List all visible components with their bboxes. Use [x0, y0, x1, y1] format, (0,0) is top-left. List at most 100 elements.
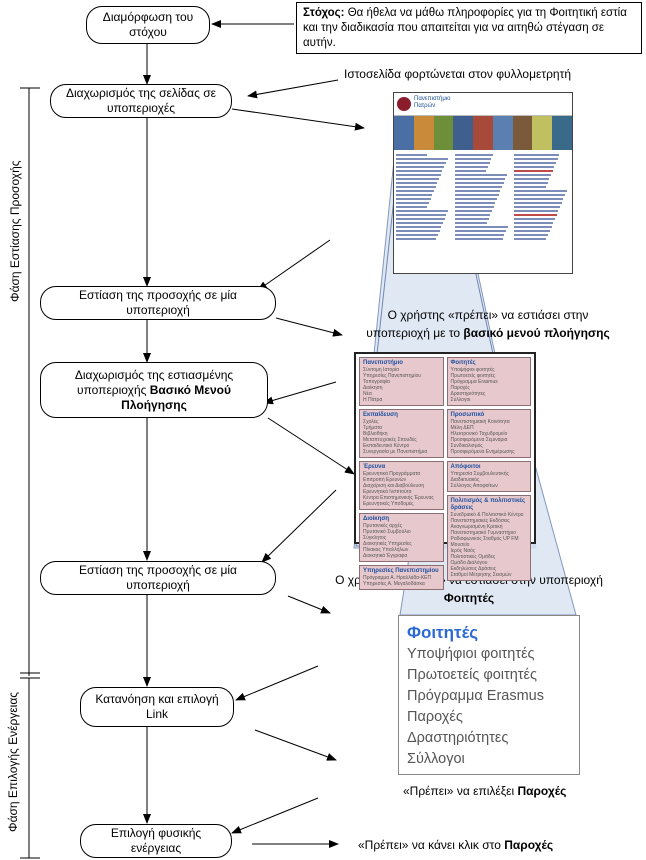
menu-link[interactable]: Αναγνωρισμένη Κριτική — [450, 524, 503, 530]
menu-link[interactable]: Προσφερόμενα Σεμινάρια — [450, 437, 508, 443]
menu-link[interactable]: Σταθμοί Μέτρησης Σεισμών — [450, 572, 512, 578]
menu-link[interactable]: Ραδιοφωνικός Σταθμός UP FM — [450, 536, 519, 542]
menu-link[interactable]: Σύντομη Ιστορία — [363, 367, 400, 373]
thumbnail-photo — [512, 116, 533, 150]
thumbnail-text-line — [514, 230, 550, 232]
menu-link[interactable]: Πολιτιστικές Ομάδες — [450, 554, 496, 560]
thumbnail-text-line — [455, 158, 492, 160]
menu-link[interactable]: Ομάδα Διαλόγου — [450, 560, 488, 566]
step-segment-focused-subregion: Διαχωρισμός της εστιασμένης υποπεριοχής … — [40, 362, 268, 418]
menu-link[interactable]: Βιβλιοθήκη — [363, 431, 388, 437]
menu-link[interactable]: Τοπογραφία — [363, 379, 390, 385]
menu-link[interactable]: Διοικητικά Έγγραφα — [363, 553, 408, 559]
menu-link[interactable]: Δραστηριότητες — [450, 391, 486, 397]
menu-link[interactable]: Πρωτοετείς φοιτητές — [450, 373, 496, 379]
thumbnail-column — [514, 152, 570, 242]
thumbnail-text-line — [396, 218, 445, 220]
step-goal-formation-label: Διαμόρφωση του στόχου — [102, 10, 194, 39]
goal-text: Θα ήθελα να μάθω πληροφορίες για τη Φοιτ… — [303, 7, 627, 49]
menu-link[interactable]: Σύγκλητος — [363, 535, 387, 541]
menu-link[interactable]: Υπηρεσία Συμβουλευτικής — [450, 471, 509, 477]
menu-block-title[interactable]: Φοιτητές — [450, 360, 476, 366]
menu-link[interactable]: Πίνακας Υπαλλήλων — [363, 547, 409, 553]
thumbnail-text-line — [455, 238, 503, 240]
menu-link[interactable]: Πρόγραμμα Α. Ηραλλάδα-ΚΕΠ — [363, 575, 432, 581]
menu-block-title[interactable]: Απόφοιτοι — [450, 464, 481, 470]
students-panel-link[interactable]: Πρωτοετείς φοιτητές — [407, 667, 537, 683]
thumbnail-text-line — [396, 214, 447, 216]
thumbnail-photo-strip — [394, 116, 572, 150]
menu-link[interactable]: Πανεπιστημιακές Εκδόσεις — [450, 518, 510, 524]
menu-link[interactable]: Μεταπτυχιακές Σπουδές — [363, 437, 417, 443]
thumbnail-text-line — [514, 154, 560, 156]
menu-link[interactable]: Μουσείο — [450, 542, 470, 548]
menu-link[interactable]: Μέλη ΔΕΠ — [450, 425, 474, 431]
menu-link[interactable]: Κέντρα Επιστημονικής Έρευνας — [363, 495, 434, 501]
menu-link[interactable]: Ιερός Ναός — [450, 548, 476, 554]
menu-link[interactable]: Υποψήφιοι φοιτητές — [450, 367, 495, 373]
menu-link[interactable]: Τμήματα — [363, 425, 382, 431]
menu-link[interactable]: Πρυτανικές αρχές — [363, 523, 403, 529]
menu-link[interactable]: Υπηρεσίες Α. Μεγαλοδάσκα — [363, 581, 425, 587]
menu-link[interactable]: Πρόγραμμα Erasmus — [450, 379, 498, 385]
menu-link[interactable]: Εκδηλώσεις Δράσεις — [450, 566, 497, 572]
thumbnail-title-line1: Πανεπιστήμιο — [414, 96, 451, 102]
students-panel-link[interactable]: Παροχές — [407, 709, 463, 725]
caption-focus-main-menu-prefix: υποπεριοχή με το — [366, 326, 461, 340]
thumbnail-photo — [394, 116, 414, 150]
menu-block-title[interactable]: Πανεπιστήμιο — [363, 360, 403, 366]
goal-box: Στόχος: Θα ήθελα να μάθω πληροφορίες για… — [296, 2, 642, 54]
menu-link[interactable]: Εκπαιδευτικό Κέντρο — [363, 443, 410, 449]
menu-link[interactable]: Πρυτανικό Συμβούλιο — [363, 529, 411, 535]
menu-link[interactable]: Σύλλογος Αποφοίτων — [450, 483, 498, 489]
menu-block-title[interactable]: Πολιτισμός & πολιτιστικές δράσεις — [450, 498, 526, 511]
menu-link[interactable]: Πανεπιστημιακή Κοινότητα — [450, 419, 510, 425]
thumbnail-title-line2: Πατρών — [414, 103, 436, 109]
thumbnail-text-line — [396, 170, 443, 172]
students-panel-link[interactable]: Υποψήφιοι φοιτητές — [407, 646, 535, 662]
thumbnail-text-line — [455, 206, 494, 208]
menu-link[interactable]: Ηλεκτρονικό Ταχυδρομείο — [450, 431, 508, 437]
menu-block-title[interactable]: Υπηρεσίες Πανεπιστημίου — [363, 568, 439, 574]
menu-link[interactable]: Ερευνητικά Ινστιτούτα — [363, 489, 412, 495]
menu-link[interactable]: Η Πάτρα — [363, 397, 383, 403]
menu-link[interactable]: Συνεργασία με Πανεπιστήμια — [363, 449, 428, 455]
menu-block-title[interactable]: Εκπαίδευση — [363, 412, 398, 418]
arrow-n3-to-caption2 — [275, 317, 343, 337]
menu-link[interactable]: Διαχείριση και Διαβούλευση — [363, 483, 425, 489]
thumbnail-text-line — [514, 186, 546, 188]
arrow-n6-to-caption4 — [254, 729, 337, 761]
thumbnail-text-line — [396, 186, 436, 188]
students-panel-link[interactable]: Πρόγραμμα Erasmus — [407, 688, 544, 704]
caption-select-benefits-prefix: «Πρέπει» να επιλέξει — [403, 784, 515, 798]
menu-link[interactable]: Διαδικτυακός — [450, 477, 480, 483]
menu-link[interactable]: Υπηρεσίες Πανεπιστημίου — [363, 373, 422, 379]
menu-link[interactable]: Παροχές — [450, 385, 470, 391]
menu-link[interactable]: Σύλλογοι — [450, 397, 471, 403]
menu-link[interactable]: Επιτροπή Ερευνών — [363, 477, 407, 483]
menu-block-title[interactable]: Διοίκηση — [363, 516, 390, 522]
menu-block-title[interactable]: Έρευνα — [363, 464, 386, 470]
caption-click-benefits-prefix: «Πρέπει» να κάνει κλικ στο — [358, 838, 501, 852]
thumbnail-header: Πανεπιστήμιο Πατρών — [394, 93, 572, 116]
menu-link[interactable]: Προσφερόμενα Ενημέρωσης — [450, 449, 515, 455]
menu-link[interactable]: Συνεδριακό & Πολιτιστικό Κέντρο — [450, 512, 524, 518]
thumbnail-text-line — [514, 170, 553, 172]
menu-block-title[interactable]: Προσωπικό — [450, 412, 485, 418]
students-panel-link[interactable]: Σύλλογοι — [407, 751, 465, 767]
thumbnail-text-line — [514, 166, 555, 168]
thumbnail-text-line — [455, 194, 499, 196]
menu-link[interactable]: Συνδικαλισμός — [450, 443, 483, 449]
menu-link[interactable]: Ερευνητικά Προγράμματα — [363, 471, 421, 477]
menu-link[interactable]: Σχολές — [363, 419, 379, 425]
thumbnail-photo — [492, 116, 513, 150]
menu-link[interactable]: Διοικητικές Υπηρεσίες — [363, 541, 412, 547]
menu-link[interactable]: Ερευνητικές Υποδομές — [363, 501, 414, 507]
menu-link[interactable]: Πανεπιστημιακό Γυμναστήριο — [450, 530, 516, 536]
students-panel-link[interactable]: Δραστηριότητες — [407, 730, 509, 746]
menu-link[interactable]: Νέα — [363, 391, 372, 397]
menu-link[interactable]: Διοίκηση — [363, 385, 383, 391]
